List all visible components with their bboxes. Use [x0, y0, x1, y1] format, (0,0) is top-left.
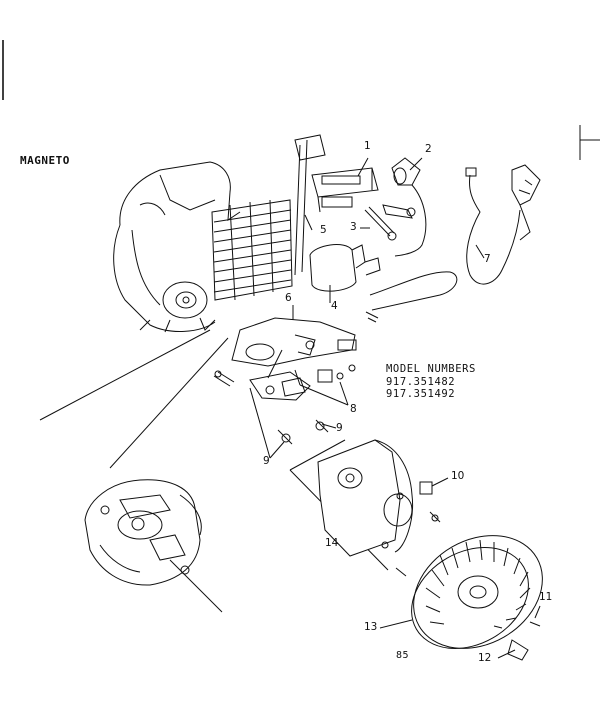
callout-label: 2: [425, 143, 432, 155]
diagram-title: MAGNETO: [20, 154, 70, 167]
callout-label: 6: [285, 292, 292, 304]
callout-label: 1: [364, 140, 371, 152]
callout-label: 14: [325, 537, 339, 549]
callout-label: 5: [320, 224, 327, 236]
model-number: 917.351482: [386, 375, 456, 388]
scan-margin-marks: [2, 40, 600, 160]
page-code: 85: [396, 650, 410, 661]
engine-block-illustration: [113, 161, 293, 333]
spark-plug-boot-and-lead: [365, 157, 458, 323]
callout-label: 9: [336, 422, 343, 434]
model-numbers-block: MODEL NUMBERS 917.351482 917.351492: [386, 363, 476, 401]
magneto-mount-detail: [84, 479, 202, 586]
coil-and-screw: [309, 204, 416, 292]
breaker-point-assembly: [213, 317, 357, 445]
model-number: 917.351492: [386, 388, 456, 400]
callout-label: 7: [484, 253, 491, 265]
callout-label: 4: [331, 300, 338, 312]
stator-plate: [317, 439, 441, 577]
callout-label: 12: [478, 652, 492, 664]
model-numbers-heading: MODEL NUMBERS: [386, 363, 476, 375]
flywheel: [411, 535, 543, 661]
ignition-module-illustration: [294, 134, 379, 276]
callout-label: 3: [350, 221, 357, 233]
ground-wire-assembly: [465, 164, 541, 285]
callout-label: 9: [263, 455, 270, 467]
callout-label: 13: [364, 621, 378, 633]
callout-label: 11: [539, 591, 553, 603]
callout-label: 10: [451, 470, 465, 482]
callout-label: 8: [350, 403, 357, 415]
leader-lines: [39, 157, 541, 659]
